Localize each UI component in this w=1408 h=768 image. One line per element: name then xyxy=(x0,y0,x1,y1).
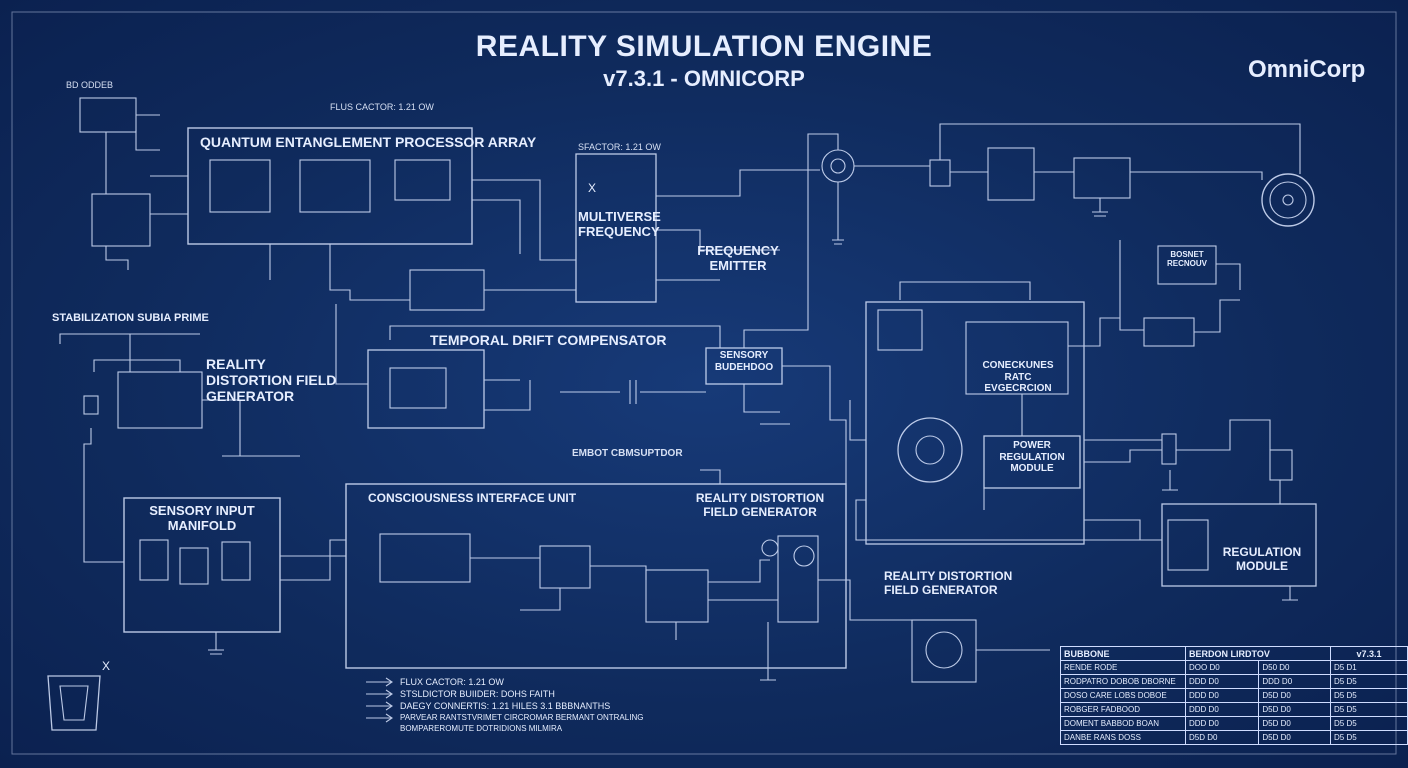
multiverse-title: MULTIVERSE FREQUENCY xyxy=(578,209,661,239)
page-title: REALITY SIMULATION ENGINE xyxy=(475,30,933,63)
table-row: DOMENT BABBOD BOAN DDD D0 D5D D0 D5 D5 xyxy=(1060,716,1408,731)
legend-line: STSLDICTOR BUIIDER: DOHS FAITH xyxy=(400,689,555,699)
table-cell: DDD D0 xyxy=(1184,716,1260,731)
table-header: BUBBONE xyxy=(1060,646,1186,661)
quantum-block-title: QUANTUM ENTANGLEMENT PROCESSOR ARRAY xyxy=(200,134,537,150)
table-cell: DANBE RANS DOSS xyxy=(1060,730,1186,745)
reality-distortion-title-2: REALITY DISTORTION FIELD GENERATOR xyxy=(695,491,825,519)
bosnet-title: BOSNET RECNOUV xyxy=(1166,250,1207,269)
note-flux-top: FLUS CACTOR: 1.21 OW xyxy=(330,102,434,112)
table-cell: D5 D5 xyxy=(1330,730,1408,745)
table-cell: D5 D1 xyxy=(1330,660,1408,675)
table-cell: D5D D0 xyxy=(1184,730,1260,745)
table-row: RODPATRO DOBOB DBORNE DDD D0 DDD D0 D5 D… xyxy=(1060,674,1408,689)
x-marker: X xyxy=(588,181,597,195)
table-cell: RENDE RODE xyxy=(1060,660,1186,675)
legend-line: DAEGY CONNERTIS: 1.21 HILES 3.1 BBBNANTH… xyxy=(400,701,611,711)
table-cell: DOO D0 xyxy=(1184,660,1260,675)
reality-distortion-title-3: REALITY DISTORTION FIELD GENERATOR xyxy=(884,569,1013,597)
left-component-block xyxy=(91,193,151,247)
sensory-buffer-title: SENSORY BUDEHDOO xyxy=(714,350,774,373)
table-header: BERDON LIRDTOV xyxy=(1185,646,1331,661)
legend-line: BOMPAREROMUTE DOTRIDIONS MILMIRA xyxy=(400,724,563,733)
table-cell: D5 D5 xyxy=(1330,674,1408,689)
reality-distortion-title-1: REALITY DISTORTION FIELD GENERATOR xyxy=(206,356,337,405)
table-row: ROBGER FADBOOD DDD D0 D5D D0 D5 D5 xyxy=(1060,702,1408,717)
x-marker-bottom: X xyxy=(102,659,111,673)
table-row: RENDE RODE DOO D0 D50 D0 D5 D1 xyxy=(1060,660,1408,675)
spec-table: BUBBONE BERDON LIRDTOV v7.3.1 RENDE RODE… xyxy=(1060,646,1408,745)
table-cell: DOMENT BABBOD BOAN xyxy=(1060,716,1186,731)
note-bd-odddeb: BD ODDEB xyxy=(66,80,114,90)
table-cell: D5 D5 xyxy=(1330,688,1408,703)
consciousness-title: CONSCIOUSNESS INTERFACE UNIT xyxy=(368,491,577,505)
table-cell: DDD D0 xyxy=(1184,702,1260,717)
table-cell: D5D D0 xyxy=(1258,688,1331,703)
table-cell: DDD D0 xyxy=(1184,688,1260,703)
table-cell: D50 D0 xyxy=(1258,660,1331,675)
legend-line: FLUX CACTOR: 1.21 OW xyxy=(400,677,504,687)
table-row: DOSO CARE LOBS DOBOE DDD D0 D5D D0 D5 D5 xyxy=(1060,688,1408,703)
table-cell: ROBGER FADBOOD xyxy=(1060,702,1186,717)
brand-logo-text: OmniCorp xyxy=(1248,56,1366,83)
table-cell: DDD D0 xyxy=(1258,674,1331,689)
table-cell: D5D D0 xyxy=(1258,702,1331,717)
table-cell: D5D D0 xyxy=(1258,730,1331,745)
table-cell: DOSO CARE LOBS DOBOE xyxy=(1060,688,1186,703)
temporal-title: TEMPORAL DRIFT COMPENSATOR xyxy=(430,332,667,348)
ember-title: EMBOT CBMSUPTDOR xyxy=(572,448,683,459)
legend-line: PARVEAR RANTSTVRIMET CIRCROMAR BERMANT O… xyxy=(400,713,644,722)
sensory-input-title: SENSORY INPUT MANIFOLD xyxy=(149,503,255,533)
frequency-emitter-title: FREQUENCY EMITTER xyxy=(697,243,779,273)
table-cell: RODPATRO DOBOB DBORNE xyxy=(1060,674,1186,689)
stabilization-title: STABILIZATION SUBIA PRIME xyxy=(52,312,209,324)
table-cell: D5 D5 xyxy=(1330,702,1408,717)
table-row: DANBE RANS DOSS D5D D0 D5D D0 D5 D5 xyxy=(1060,730,1408,745)
regulation-title: REGULATION MODULE xyxy=(1222,545,1302,573)
table-cell: D5 D5 xyxy=(1330,716,1408,731)
table-version: v7.3.1 xyxy=(1330,646,1408,661)
page-subtitle: v7.3.1 - OMNICORP xyxy=(603,66,805,91)
power-module-title: POWER REGULATION MODULE xyxy=(999,440,1065,474)
top-left-component xyxy=(79,97,137,133)
note-factor-mid: SFACTOR: 1.21 OW xyxy=(578,142,661,152)
table-cell: D5D D0 xyxy=(1258,716,1331,731)
conceukines-title: CONECKUNES RATC EVGECRCION xyxy=(982,360,1054,394)
table-cell: DDD D0 xyxy=(1184,674,1260,689)
